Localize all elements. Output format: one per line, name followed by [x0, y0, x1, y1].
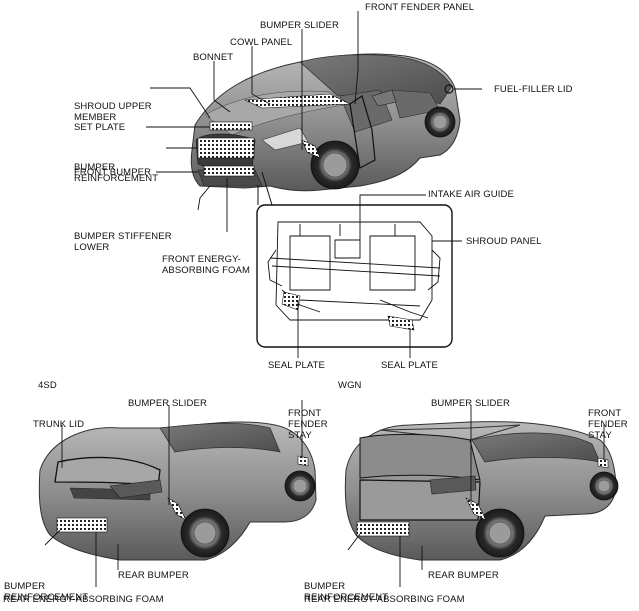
label-rear-energy-absorbing-foam-sedan: REAR ENERGY-ABSORBING FOAM — [3, 594, 164, 605]
label-bonnet: BONNET — [193, 52, 234, 63]
leader-lines — [44, 11, 605, 587]
label-bumper-slider-wagon: BUMPER SLIDER — [431, 398, 510, 409]
label-set-plate: SET PLATE — [74, 122, 126, 133]
label-variant-4sd: 4SD — [38, 380, 57, 391]
label-seal-plate-left: SEAL PLATE — [268, 360, 325, 371]
label-shroud-panel: SHROUD PANEL — [466, 236, 542, 247]
label-bumper-slider-front: BUMPER SLIDER — [260, 20, 339, 31]
label-intake-air-guide: INTAKE AIR GUIDE — [428, 189, 514, 200]
label-front-energy-absorbing-foam: FRONT ENERGY-ABSORBING FOAM — [162, 254, 250, 276]
label-rear-energy-absorbing-foam-wagon: REAR ENERGY-ABSORBING FOAM — [304, 594, 465, 605]
label-seal-plate-right: SEAL PLATE — [381, 360, 438, 371]
label-rear-bumper-wagon: REAR BUMPER — [428, 570, 499, 581]
label-cowl-panel: COWL PANEL — [230, 37, 293, 48]
label-rear-bumper-sedan: REAR BUMPER — [118, 570, 189, 581]
label-fuel-filler-lid: FUEL-FILLER LID — [494, 84, 573, 95]
label-variant-wgn: WGN — [338, 380, 362, 391]
wagon-rear-illustration — [344, 421, 619, 561]
label-trunk-lid: TRUNK LID — [33, 419, 85, 430]
front-car-illustration — [190, 53, 461, 192]
label-front-fender-panel: FRONT FENDER PANEL — [365, 2, 475, 13]
sedan-rear-illustration — [38, 421, 317, 561]
shroud-detail-box — [256, 171, 453, 348]
label-front-bumper: FRONT BUMPER — [74, 167, 152, 178]
label-bumper-slider-sedan: BUMPER SLIDER — [128, 398, 207, 409]
